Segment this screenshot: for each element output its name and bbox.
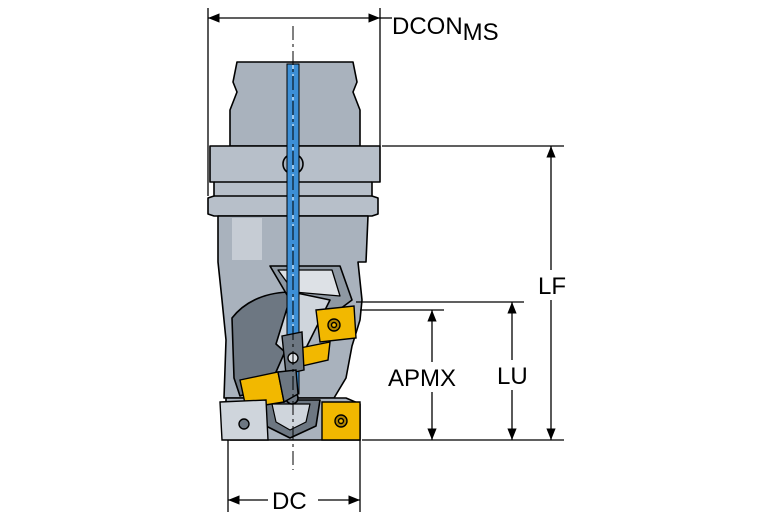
insert-upper bbox=[315, 305, 357, 343]
dcon-label: DCONMS bbox=[392, 13, 499, 46]
insert-bottom-right bbox=[321, 401, 361, 441]
dc-label: DC bbox=[272, 488, 307, 515]
apmx-label: APMX bbox=[388, 365, 456, 392]
dimension-lines bbox=[207, 8, 564, 512]
dcon-subscript: MS bbox=[463, 19, 499, 46]
lu-label: LU bbox=[497, 363, 528, 390]
lf-label: LF bbox=[538, 273, 566, 300]
insert-bottom-left bbox=[219, 399, 269, 441]
